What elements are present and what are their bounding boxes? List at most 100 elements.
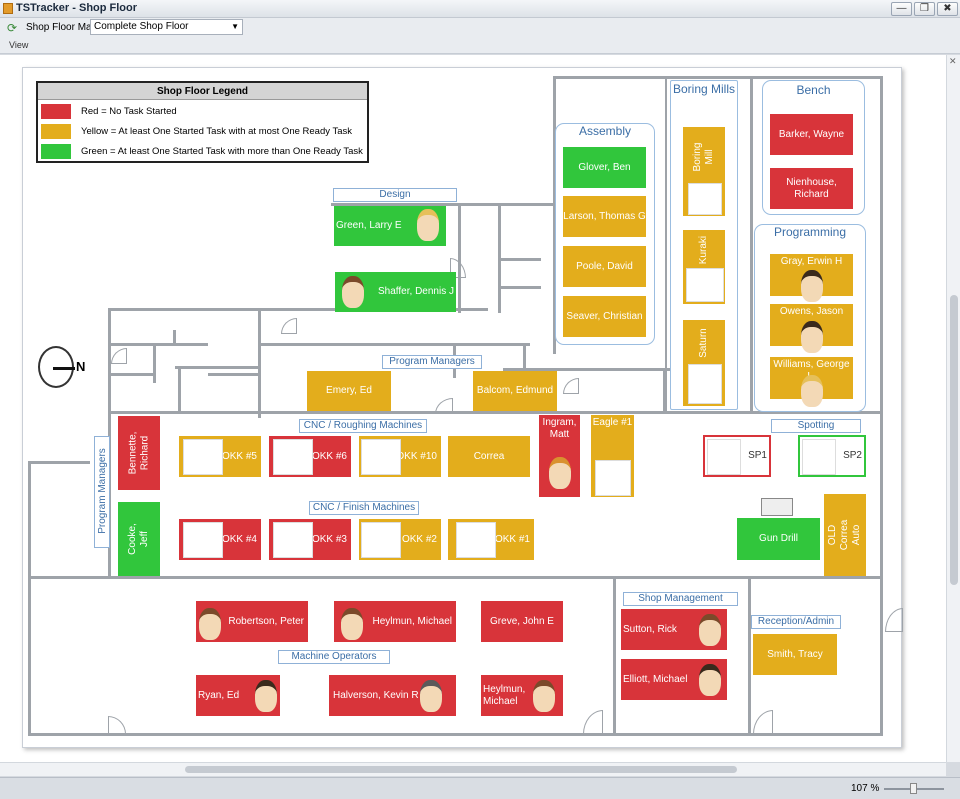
station-label: Correa xyxy=(473,450,505,462)
compass-needle xyxy=(53,367,75,370)
legend-row-green: Green = At least One Started Task with m… xyxy=(41,144,363,159)
zoom-level: 107 % xyxy=(851,783,880,794)
station-emery-ed[interactable]: Emery, Ed xyxy=(307,371,391,411)
person-avatar-icon xyxy=(549,457,571,489)
window-title: TSTracker - Shop Floor xyxy=(16,2,138,14)
station-label: Saturn xyxy=(698,328,709,358)
person-avatar-icon xyxy=(699,614,721,646)
horizontal-scroll-thumb[interactable] xyxy=(185,766,737,773)
station-label: OKK #10 xyxy=(396,450,437,462)
station-label: Boring Mill xyxy=(692,142,715,171)
station-label: SP1 xyxy=(748,450,767,461)
person-avatar-icon xyxy=(801,321,823,353)
legend-row-red: Red = No Task Started xyxy=(41,104,177,119)
station-label: Poole, David xyxy=(576,260,633,272)
cnc-machine-icon xyxy=(273,522,313,558)
refresh-icon[interactable]: ⟳ xyxy=(7,21,18,35)
restore-button[interactable]: ❐ xyxy=(914,2,935,16)
station-larson-thomas[interactable]: Larson, Thomas G xyxy=(563,196,646,237)
close-map-icon[interactable]: ✕ xyxy=(949,56,957,66)
station-nienhouse-richard[interactable]: Nienhouse, Richard xyxy=(770,168,853,209)
station-label: Owens, Jason xyxy=(779,306,844,317)
zone-label-program-managers-side: Program Managers xyxy=(94,436,110,548)
compass-label: N xyxy=(76,359,86,374)
station-label: Shaffer, Dennis J xyxy=(378,286,454,297)
zone-label-design: Design xyxy=(333,188,457,202)
boring-mill-icon xyxy=(688,183,722,215)
station-label: OKK #1 xyxy=(494,533,530,545)
station-glover-ben[interactable]: Glover, Ben xyxy=(563,147,646,188)
zone-label-spotting: Spotting xyxy=(771,419,861,433)
station-label: Heylmun, Michael xyxy=(483,683,526,707)
station-poole-david[interactable]: Poole, David xyxy=(563,246,646,287)
zone-boring-mills xyxy=(670,80,738,410)
vertical-scrollbar[interactable]: ✕ xyxy=(946,55,960,762)
station-label: OLD Correa Auto xyxy=(827,519,862,551)
station-label: Robertson, Peter xyxy=(228,615,304,627)
legend-text: Yellow = At least One Started Task with … xyxy=(81,126,352,137)
zone-label-text: Program Managers xyxy=(97,448,108,534)
legend-text: Green = At least One Started Task with m… xyxy=(81,146,363,157)
station-label: Green, Larry E xyxy=(336,220,402,231)
person-avatar-icon xyxy=(417,209,439,241)
legend-swatch-red xyxy=(41,104,71,119)
station-balcom-edmund[interactable]: Balcom, Edmund xyxy=(473,371,557,411)
station-greve-john[interactable]: Greve, John E xyxy=(481,601,563,642)
zone-label-reception: Reception/Admin xyxy=(751,615,841,629)
station-correa[interactable]: Correa xyxy=(448,436,530,477)
station-label: Larson, Thomas G xyxy=(563,210,646,222)
station-old-correa[interactable]: OLD Correa Auto xyxy=(824,494,866,576)
station-label: OKK #3 xyxy=(311,533,347,545)
cnc-machine-icon xyxy=(361,439,401,475)
zoom-slider-thumb[interactable] xyxy=(910,783,917,794)
station-label: SP2 xyxy=(843,450,862,461)
station-barker-wayne[interactable]: Barker, Wayne xyxy=(770,114,853,155)
zone-label-cnc-finish: CNC / Finish Machines xyxy=(309,501,419,515)
station-gun-drill[interactable]: Gun Drill xyxy=(737,518,820,560)
legend-swatch-yellow xyxy=(41,124,71,139)
shop-floor-maps-dropdown[interactable]: Complete Shop Floor ▼ xyxy=(90,19,243,35)
zone-assembly xyxy=(555,123,655,345)
zone-title-assembly: Assembly xyxy=(578,124,631,138)
zone-label-cnc-roughing: CNC / Roughing Machines xyxy=(299,419,427,433)
station-label: OKK #2 xyxy=(401,533,437,545)
station-label: Eagle #1 xyxy=(592,417,633,428)
station-label: Elliott, Michael xyxy=(623,673,688,685)
station-cooke-jeff[interactable]: Cooke, Jeff xyxy=(118,502,160,576)
legend: Shop Floor Legend Red = No Task Started … xyxy=(36,81,369,163)
station-label: OKK #4 xyxy=(221,533,257,545)
station-bennette-richard[interactable]: Bennette, Richard xyxy=(118,416,160,490)
station-label: OKK #6 xyxy=(311,450,347,462)
close-button[interactable]: ✖ xyxy=(937,2,958,16)
person-avatar-icon xyxy=(255,680,277,712)
vertical-scroll-thumb[interactable] xyxy=(950,295,958,585)
station-smith-tracy[interactable]: Smith, Tracy xyxy=(753,634,837,675)
station-label: Bennette, Richard xyxy=(127,431,150,475)
station-label: Gun Drill xyxy=(759,533,798,544)
station-label: Gray, Erwin H xyxy=(780,256,843,267)
legend-title: Shop Floor Legend xyxy=(38,83,367,100)
status-bar: 107 % xyxy=(0,777,960,799)
minimize-button[interactable]: — xyxy=(891,2,912,16)
person-avatar-icon xyxy=(341,608,363,640)
legend-swatch-green xyxy=(41,144,71,159)
person-avatar-icon xyxy=(801,270,823,302)
station-label: Emery, Ed xyxy=(326,385,372,396)
legend-row-yellow: Yellow = At least One Started Task with … xyxy=(41,124,352,139)
horizontal-scrollbar[interactable] xyxy=(0,762,946,776)
zone-programming xyxy=(754,224,866,412)
zone-label-program-managers: Program Managers xyxy=(382,355,482,369)
person-avatar-icon xyxy=(342,276,364,308)
station-seaver-christian[interactable]: Seaver, Christian xyxy=(563,296,646,337)
cnc-machine-icon xyxy=(183,522,223,558)
menu-view[interactable]: View xyxy=(9,40,29,50)
station-label: Glover, Ben xyxy=(578,161,631,173)
station-label: Nienhouse, Richard xyxy=(786,176,837,200)
station-label: Ingram, Matt xyxy=(542,417,577,440)
cnc-machine-icon xyxy=(183,439,223,475)
boring-mill-icon xyxy=(686,268,724,302)
menu-bar: View xyxy=(0,38,960,54)
app-icon xyxy=(3,3,13,14)
person-avatar-icon xyxy=(533,680,555,712)
station-label: Sutton, Rick xyxy=(623,623,677,635)
